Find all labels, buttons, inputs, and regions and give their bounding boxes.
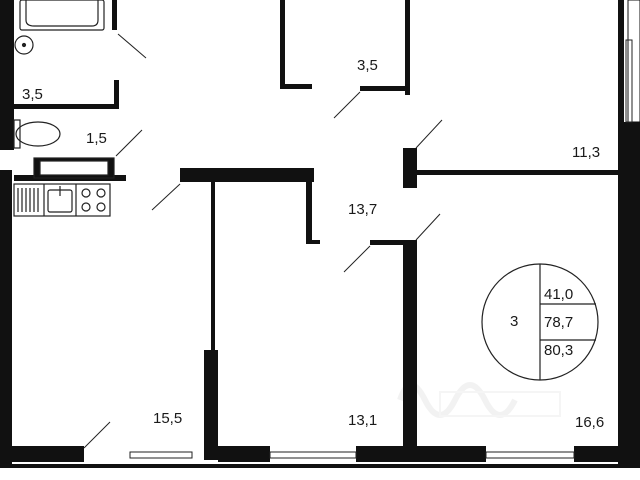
door-lines — [83, 33, 443, 449]
washbasin — [14, 35, 34, 55]
toilet-bowl — [15, 121, 61, 147]
wall-bottom-floor — [0, 464, 640, 468]
window-kitchen — [129, 451, 193, 459]
wall-middle-left-thick — [204, 350, 218, 460]
total-area: 78,7 — [544, 314, 574, 331]
wall-top-room-left — [280, 0, 285, 88]
wall-hall-right-hook — [306, 240, 320, 244]
kitchen-counter — [13, 183, 111, 217]
room-area-hall: 13,7 — [348, 201, 378, 218]
room-area-bedroom: 16,6 — [575, 414, 605, 431]
summary-badge — [481, 263, 599, 381]
room-area-wc: 1,5 — [86, 130, 107, 147]
rooms-count: 3 — [510, 313, 519, 330]
wall-left-lower — [0, 170, 12, 468]
wall-bottom-mid2 — [356, 446, 486, 462]
burner-2 — [96, 188, 106, 198]
walls — [0, 0, 640, 468]
wall-top-room-bottom-right — [360, 86, 410, 91]
wall-middle-right-top — [370, 240, 416, 245]
wall-bath-right — [112, 0, 117, 30]
wall-bath-side — [114, 80, 119, 109]
wall-middle-right — [403, 240, 417, 462]
room-area-right-room: 11,3 — [572, 144, 601, 161]
burner-3 — [81, 202, 91, 212]
room-area-top-room: 3,5 — [357, 57, 378, 74]
wall-bath-bottom — [14, 104, 118, 109]
fixtures — [13, 0, 115, 217]
wall-middle-left — [211, 180, 215, 352]
wall-top-room-right — [405, 0, 410, 95]
wall-hall-top — [180, 168, 314, 182]
wall-right-room-stub — [403, 148, 417, 188]
wall-right-outer-lower — [618, 122, 640, 468]
window-middle — [269, 451, 357, 459]
wall-top-room-bottom — [280, 84, 312, 89]
room-area-middle-room: 13,1 — [348, 412, 378, 429]
toilet-tank — [13, 119, 21, 149]
wall-bottom-right — [574, 446, 640, 462]
wall-right-outer — [618, 0, 624, 128]
drainer-lines — [17, 188, 39, 212]
wall-bottom-left — [12, 446, 84, 462]
bathtub — [19, 0, 105, 31]
bathtub-inner — [25, 0, 99, 27]
burner-1 — [81, 188, 91, 198]
area-with-balcony: 80,3 — [544, 342, 574, 359]
window-right-room — [625, 39, 633, 123]
wall-right-outer-top — [627, 0, 640, 123]
watermark — [397, 382, 561, 418]
window-bedroom — [485, 451, 575, 459]
burner-4 — [96, 202, 106, 212]
wall-left-upper — [0, 0, 14, 150]
wall-bottom-mid1 — [218, 446, 270, 462]
wall-right-room-bottom — [416, 170, 620, 175]
wall-hall-right-stub — [306, 180, 312, 242]
room-area-bath: 3,5 — [22, 86, 43, 103]
windows — [129, 39, 633, 459]
room-area-kitchen: 15,5 — [153, 410, 183, 427]
living-area: 41,0 — [544, 286, 574, 303]
